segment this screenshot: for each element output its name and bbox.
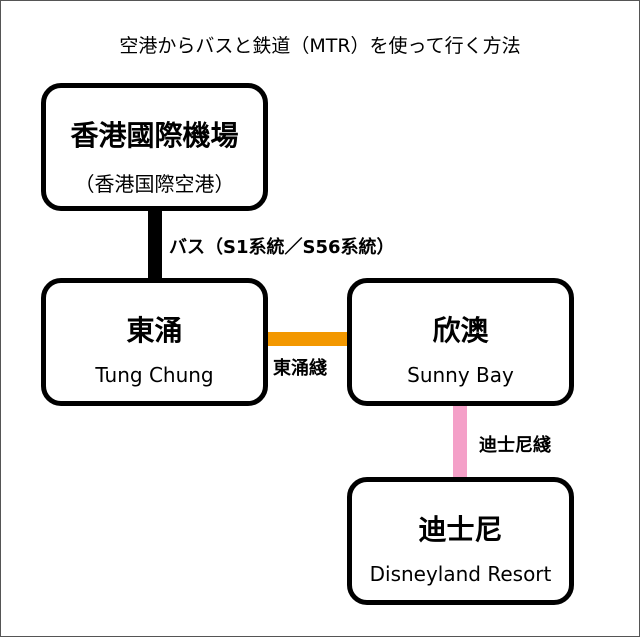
station-disneyland: 迪士尼 Disneyland Resort [347,477,574,605]
station-name: 欣澳 [432,314,489,347]
station-subtitle: Tung Chung [95,363,214,387]
disneyland-line-link [453,405,467,479]
station-sunny-bay: 欣澳 Sunny Bay [347,278,574,406]
station-name: 迪士尼 [418,513,503,546]
station-subtitle: Sunny Bay [407,363,514,387]
station-subtitle: （香港国際空港） [74,172,235,196]
tung-chung-line-label: 東涌綫 [273,358,327,379]
bus-link [148,209,162,281]
tung-chung-line-link [266,332,350,346]
station-subtitle: Disneyland Resort [369,562,552,586]
station-name: 香港國際機場 [70,119,239,152]
diagram-title: 空港からバスと鉄道（MTR）を使って行く方法 [119,35,521,57]
station-name: 東涌 [126,314,183,347]
station-airport: 香港國際機場 （香港国際空港） [41,83,268,211]
disneyland-line-label: 迪士尼綫 [479,435,551,456]
station-tung-chung: 東涌 Tung Chung [41,278,268,406]
bus-link-label: バス（S1系統／S56系統） [169,237,395,258]
